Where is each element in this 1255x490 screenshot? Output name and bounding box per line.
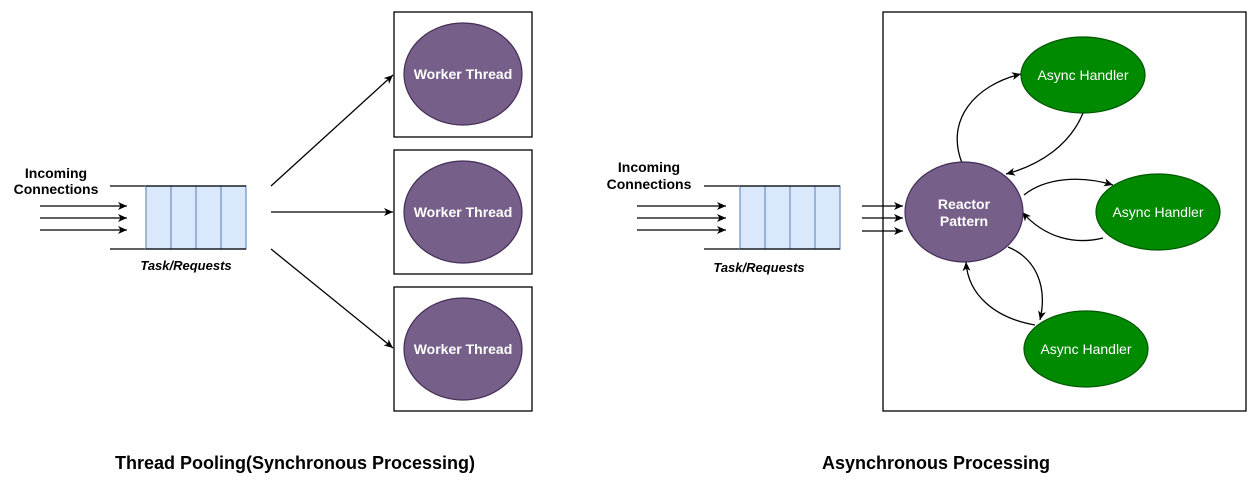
async-caption: Asynchronous Processing bbox=[822, 453, 1050, 473]
reactor-label-2: Pattern bbox=[940, 213, 988, 229]
worker-thread-node bbox=[403, 160, 523, 264]
sync-queue-label: Task/Requests bbox=[140, 258, 231, 273]
sync-incoming-label-1: Incoming bbox=[25, 165, 87, 181]
worker-thread-label: Worker Thread bbox=[414, 66, 513, 82]
async-handler-label: Async Handler bbox=[1040, 341, 1131, 357]
async-incoming-label-1: Incoming bbox=[618, 159, 680, 175]
reactor-handler-arrows bbox=[956, 72, 1114, 326]
sync-incoming-arrows bbox=[40, 202, 127, 234]
sync-dispatch-arrows bbox=[270, 74, 394, 349]
sync-incoming-label-2: Connections bbox=[14, 181, 99, 197]
async-section: Incoming Connections Task/Requests bbox=[607, 11, 1247, 473]
worker-thread-node bbox=[403, 22, 523, 126]
worker-thread-label: Worker Thread bbox=[414, 341, 513, 357]
async-handler-2: Async Handler bbox=[1095, 173, 1221, 251]
async-handler-3: Async Handler bbox=[1023, 310, 1149, 388]
reactor-node: Reactor Pattern bbox=[904, 161, 1024, 263]
sync-task-queue bbox=[110, 185, 247, 250]
async-incoming-arrows bbox=[637, 202, 726, 234]
sync-caption: Thread Pooling(Synchronous Processing) bbox=[115, 453, 475, 473]
async-task-queue bbox=[704, 185, 841, 250]
worker-box-2: Worker Thread bbox=[393, 149, 533, 275]
worker-box-3: Worker Thread bbox=[393, 286, 533, 412]
async-incoming-label-2: Connections bbox=[607, 176, 692, 192]
sync-section: Incoming Connections Task/Requests bbox=[14, 11, 533, 473]
async-handler-label: Async Handler bbox=[1112, 204, 1203, 220]
worker-box-1: Worker Thread bbox=[393, 11, 533, 138]
async-container bbox=[882, 11, 1247, 412]
async-handler-1: Async Handler bbox=[1020, 36, 1146, 114]
worker-thread-label: Worker Thread bbox=[414, 204, 513, 220]
reactor-label-1: Reactor bbox=[938, 196, 991, 212]
worker-thread-node bbox=[403, 297, 523, 401]
async-queue-label: Task/Requests bbox=[713, 260, 804, 275]
async-handler-label: Async Handler bbox=[1037, 67, 1128, 83]
